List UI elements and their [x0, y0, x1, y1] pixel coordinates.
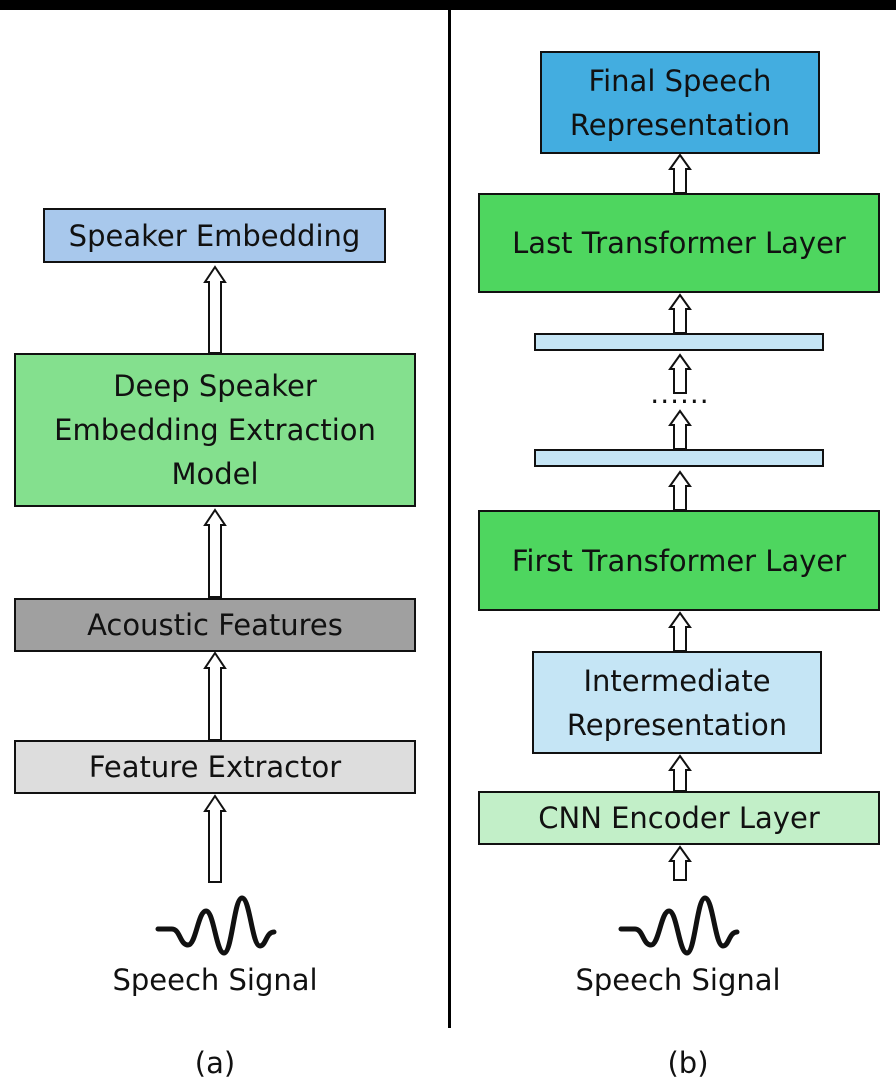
speech-signal-label: Speech Signal [575, 963, 781, 997]
up-arrow [668, 293, 692, 334]
up-arrow [668, 754, 692, 792]
first-transformer-layer-box: First Transformer Layer [478, 510, 880, 611]
up-arrow [668, 409, 692, 450]
last-transformer-layer-box: Last Transformer Layer [478, 193, 880, 293]
up-arrow [668, 845, 692, 881]
deep-speaker-model-box: Deep Speaker Embedding Extraction Model [14, 353, 416, 507]
up-arrow [203, 265, 227, 354]
feature-extractor-box: Feature Extractor [14, 740, 416, 794]
panel-label-b: (b) [667, 1046, 709, 1080]
up-arrow [668, 611, 692, 652]
up-arrow [668, 353, 692, 394]
up-arrow [668, 470, 692, 511]
speech-wave-icon [155, 895, 277, 956]
speaker-embedding-box: Speaker Embedding [43, 208, 386, 263]
up-arrow [203, 794, 227, 883]
top-border [0, 0, 896, 10]
up-arrow [203, 508, 227, 598]
up-arrow [668, 153, 692, 194]
final-speech-representation-box: Final Speech Representation [540, 51, 820, 154]
speech-signal-label: Speech Signal [112, 963, 318, 997]
cnn-encoder-layer-box: CNN Encoder Layer [478, 791, 880, 845]
acoustic-features-box: Acoustic Features [14, 598, 416, 652]
up-arrow [203, 651, 227, 741]
speech-wave-icon [618, 895, 740, 956]
panel-label-a: (a) [194, 1046, 236, 1080]
panel-divider [448, 10, 451, 1028]
